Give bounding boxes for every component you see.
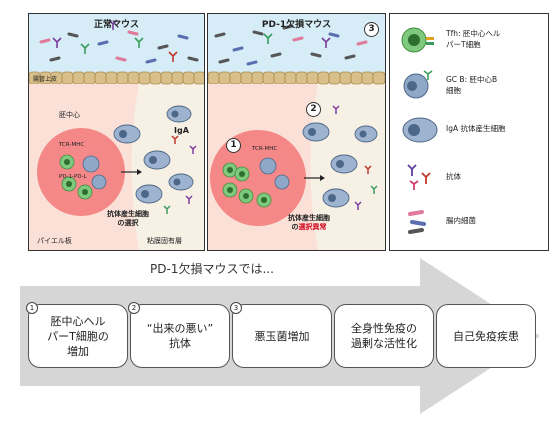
legend-item-gcb: GC B: 胚中心B 細胞 [394, 70, 546, 100]
tcr-mhc-label: TCR-MHC [59, 142, 85, 148]
gcb-cells [82, 155, 107, 190]
tfh-cell-icon [401, 27, 434, 53]
selection-label-particle: の [291, 223, 299, 231]
normal-panel-title: 正常マウス [93, 20, 139, 30]
pd1-ko-panel-title: PD-1欠損マウス [261, 20, 332, 30]
flow-step-5-text: 自己免疫疾患 [453, 329, 519, 343]
germinal-center-label: 胚中心 [59, 111, 80, 119]
normal-mouse-panel: 正常マウス 腸管上皮 胚中心 TCR-MHC PD-1-PD-L IgA 抗体産… [28, 13, 205, 251]
legend-tfh-text: Tfh: 胚中心ヘル パーT細胞 [446, 29, 501, 49]
flow-step-2-text: “出来の悪い” 抗体 [146, 322, 214, 350]
peyers-patch-label: パイエル板 [37, 237, 72, 245]
marker-3: 3 [364, 22, 379, 37]
lamina-propria-label: 粘膜固有層 [147, 237, 182, 245]
selection-label-line1: 抗体産生細胞 [288, 214, 330, 222]
legend-plasma-text: IgA 抗体産生細胞 [446, 124, 506, 133]
flow-step-3-text: 悪玉菌増加 [254, 329, 310, 343]
lumen-bacteria [39, 30, 199, 64]
flow-step-5: 自己免疫疾患 [436, 304, 536, 368]
selection-abnormal-text: 選択異常 [298, 223, 327, 231]
pd1-ko-illustration [208, 14, 385, 250]
legend-item-antibody: 抗体 [394, 162, 546, 192]
flow-heading: PD-1欠損マウスでは... [150, 262, 274, 276]
flow-step-1-text: 胚中心ヘル パーT細胞の 増加 [47, 314, 109, 358]
tcr-mhc-label-ko: TCR-MHC [252, 146, 278, 152]
pd1-ko-mouse-panel: PD-1欠損マウス TCR-MHC 抗体産生細胞 の選択異常 1 2 3 [207, 13, 386, 251]
antibody-icon [407, 164, 431, 190]
selection-label: 抗体産生細胞 の選択 [107, 210, 149, 227]
legend-antibody-text: 抗体 [446, 172, 461, 181]
selection-abnormal-label: 抗体産生細胞 の選択異常 [288, 214, 330, 232]
lumen-antibodies [52, 19, 178, 62]
flow-step-4: 全身性免疫の 過剰な活性化 [334, 304, 434, 368]
flow-step-3: 悪玉菌増加 [232, 304, 332, 368]
flow-step-3-number: 3 [230, 302, 242, 314]
legend-bacteria-text: 腸内細菌 [446, 216, 476, 225]
legend-item-bacteria: 腸内細菌 [394, 206, 546, 236]
flow-step-1-number: 1 [26, 302, 38, 314]
gcb-cell-icon [403, 70, 433, 99]
legend-gcb-text: GC B: 胚中心B 細胞 [446, 75, 498, 95]
epithelium-label: 腸管上皮 [33, 76, 58, 83]
flow-step-2: “出来の悪い” 抗体 [130, 304, 230, 368]
pd1-pdl-label: PD-1-PD-L [59, 174, 87, 180]
epithelium-cells [29, 71, 204, 85]
flow-step-2-number: 2 [128, 302, 140, 314]
legend-item-tfh: Tfh: 胚中心ヘル パーT細胞 [394, 24, 546, 54]
normal-mouse-illustration [29, 14, 204, 250]
legend-item-plasma: IgA 抗体産生細胞 [394, 114, 546, 144]
flow-step-1: 胚中心ヘル パーT細胞の 増加 [28, 304, 128, 368]
flow-step-4-text: 全身性免疫の 過剰な活性化 [351, 322, 417, 350]
marker-2: 2 [306, 102, 321, 117]
iga-plasma-cell-icon [402, 117, 438, 143]
gut-bacteria-icon [408, 210, 426, 234]
marker-1: 1 [226, 138, 241, 153]
legend-panel: Tfh: 胚中心ヘル パーT細胞 GC B: 胚中心B 細胞 IgA 抗体産生細… [389, 13, 549, 251]
iga-label: IgA [174, 126, 189, 135]
